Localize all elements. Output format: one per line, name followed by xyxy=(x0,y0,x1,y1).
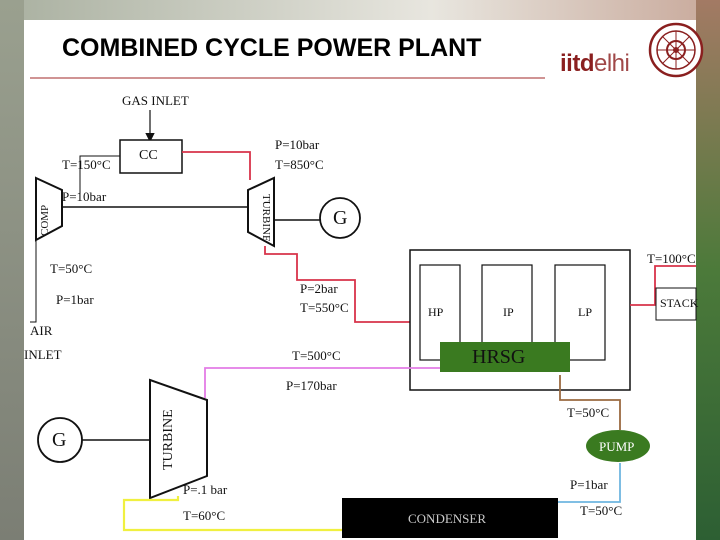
frame-left xyxy=(0,0,24,540)
stack-exhaust-line xyxy=(630,265,696,306)
hrsg-lp-section xyxy=(554,264,606,361)
hrsg-label-box xyxy=(440,342,570,372)
gas-inlet-label: GAS INLET xyxy=(122,93,189,108)
generator-bottom-label: G xyxy=(52,429,67,451)
compressor-pressure: P=10bar xyxy=(62,189,107,204)
compressor-label: COMP xyxy=(39,204,51,236)
air-temperature: T=50°C xyxy=(50,261,93,276)
lp-label: LP xyxy=(578,305,593,319)
air-label: AIR xyxy=(30,323,53,338)
air-pressure: P=1bar xyxy=(56,292,94,307)
condenser-label: CONDENSER xyxy=(408,511,487,526)
gas-turbine-top xyxy=(247,176,275,248)
condenser-pressure: P=1bar xyxy=(570,477,608,492)
hp-label: HP xyxy=(428,305,444,319)
cc-to-turbine-line xyxy=(182,151,251,180)
gas-turbine-outlet-temperature: T=550°C xyxy=(300,300,349,315)
compressor-outlet-temp: T=150°C xyxy=(62,157,111,172)
logo-part-1: iitd xyxy=(560,50,595,77)
air-intake-line xyxy=(30,240,37,323)
pump-outlet-temperature: T=50°C xyxy=(567,405,610,420)
logo-part-2: elhi xyxy=(594,50,630,77)
pump-discharge-line xyxy=(559,375,621,430)
steam-supply-line xyxy=(204,367,440,398)
stack-box xyxy=(655,287,697,321)
inlet-label: INLET xyxy=(24,347,62,362)
generator-top-label: G xyxy=(333,207,348,229)
steam-pressure: P=170bar xyxy=(286,378,337,393)
hrsg-label: HRSG xyxy=(472,346,526,368)
cc-pressure: P=10bar xyxy=(275,137,320,152)
steam-turbine xyxy=(149,378,208,500)
turbine-exhaust-line xyxy=(264,246,410,323)
pump xyxy=(586,430,650,462)
steam-turbine-outlet-pressure: P=.1 bar xyxy=(183,482,228,497)
steam-turbine-label: TURBINE xyxy=(161,409,176,470)
cc-label: CC xyxy=(139,148,158,163)
ip-label: IP xyxy=(503,305,514,319)
gas-turbine-outlet-pressure: P=2bar xyxy=(300,281,338,296)
frame-top xyxy=(0,0,720,20)
compressor xyxy=(35,176,63,242)
pump-label: PUMP xyxy=(599,439,635,454)
stack-label: STACK xyxy=(660,296,699,310)
page-title: COMBINED CYCLE POWER PLANT xyxy=(62,34,482,62)
frame-right xyxy=(696,0,720,540)
comp-to-cc-line xyxy=(79,155,120,193)
condensate-line xyxy=(558,463,621,503)
steam-turbine-outlet-temperature: T=60°C xyxy=(183,508,226,523)
exhaust-temperature: T=100°C xyxy=(647,251,696,266)
generator-top xyxy=(319,197,361,239)
combustion-chamber xyxy=(119,139,183,174)
gas-turbine-label: TURBINE xyxy=(260,194,272,242)
logo-emblem-icon xyxy=(648,22,704,78)
condenser-temperature: T=50°C xyxy=(580,503,623,518)
cc-temperature: T=850°C xyxy=(275,157,324,172)
logo-wordmark: iitdelhi xyxy=(560,50,630,77)
turbine-to-condenser-line xyxy=(122,496,342,532)
condenser xyxy=(342,498,558,538)
steam-temperature: T=500°C xyxy=(292,348,341,363)
